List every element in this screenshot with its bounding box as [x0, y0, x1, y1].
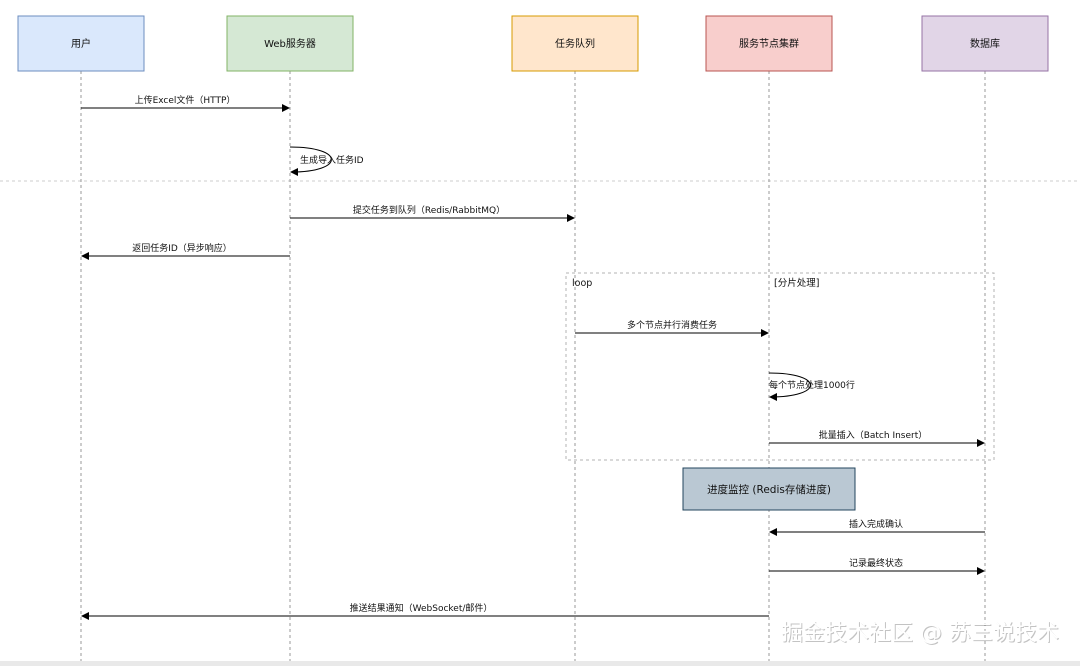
progress-note: 进度监控 (Redis存储进度) [682, 467, 856, 511]
participant-label-user: 用户 [71, 37, 91, 50]
participant-db: 数据库 [921, 15, 1049, 72]
message-process-rows-arrow [768, 372, 811, 401]
watermark-shadow: 掘金技术社区 @ 苏三说技术 [782, 622, 1060, 647]
loop-condition: [分片处理] [774, 277, 819, 289]
message-submit-task-label: 提交任务到队列（Redis/RabbitMQ） [353, 204, 505, 216]
participant-user: 用户 [17, 15, 145, 72]
message-consume-label: 多个节点并行消费任务 [627, 319, 717, 331]
message-upload: 上传Excel文件（HTTP） [81, 94, 290, 112]
message-consume: 多个节点并行消费任务 [575, 319, 769, 337]
loop-frame: loop [分片处理] [565, 272, 995, 461]
message-generate-id-label: 生成导入任务ID [300, 154, 364, 166]
message-record-status-label: 记录最终状态 [849, 557, 903, 569]
lifelines [80, 71, 986, 666]
message-submit-task: 提交任务到队列（Redis/RabbitMQ） [290, 204, 575, 222]
participant-cluster: 服务节点集群 [705, 15, 833, 72]
message-process-rows-label: 每个节点处理1000行 [769, 379, 855, 391]
progress-note-box [682, 467, 856, 511]
participant-web: Web服务器 [226, 15, 354, 72]
participant-label-cluster: 服务节点集群 [739, 37, 799, 50]
bottom-strip [0, 661, 1080, 666]
participant-box-queue [511, 15, 639, 72]
message-notify-result: 推送结果通知（WebSocket/邮件） [81, 602, 769, 620]
message-batch-insert: 批量插入（Batch Insert） [769, 429, 985, 447]
participant-box-web [226, 15, 354, 72]
message-generate-id: 生成导入任务ID [289, 146, 364, 176]
message-notify-result-label: 推送结果通知（WebSocket/邮件） [350, 602, 493, 614]
message-upload-label: 上传Excel文件（HTTP） [135, 94, 236, 106]
participant-box-cluster [705, 15, 833, 72]
participant-box-db [921, 15, 1049, 72]
message-batch-insert-label: 批量插入（Batch Insert） [819, 429, 928, 441]
participant-box-user [17, 15, 145, 72]
participant-queue: 任务队列 [511, 15, 639, 72]
participant-label-queue: 任务队列 [555, 37, 595, 50]
message-return-id: 返回任务ID（异步响应） [81, 242, 290, 260]
message-return-id-label: 返回任务ID（异步响应） [132, 242, 232, 254]
message-record-status: 记录最终状态 [769, 557, 985, 575]
participant-label-web: Web服务器 [264, 37, 316, 50]
progress-note-label: 进度监控 (Redis存储进度) [707, 483, 831, 496]
loop-keyword: loop [572, 278, 592, 289]
participant-label-db: 数据库 [970, 37, 1000, 50]
watermark: 掘金技术社区 @ 苏三说技术 掘金技术社区 @ 苏三说技术 [781, 621, 1060, 647]
message-generate-id-arrow [289, 146, 332, 176]
message-insert-confirm-label: 插入完成确认 [849, 518, 903, 530]
loop-frame-border [565, 272, 995, 461]
watermark-text: 掘金技术社区 @ 苏三说技术 [781, 621, 1059, 646]
message-process-rows: 每个节点处理1000行 [768, 372, 855, 401]
message-insert-confirm: 插入完成确认 [769, 518, 985, 536]
